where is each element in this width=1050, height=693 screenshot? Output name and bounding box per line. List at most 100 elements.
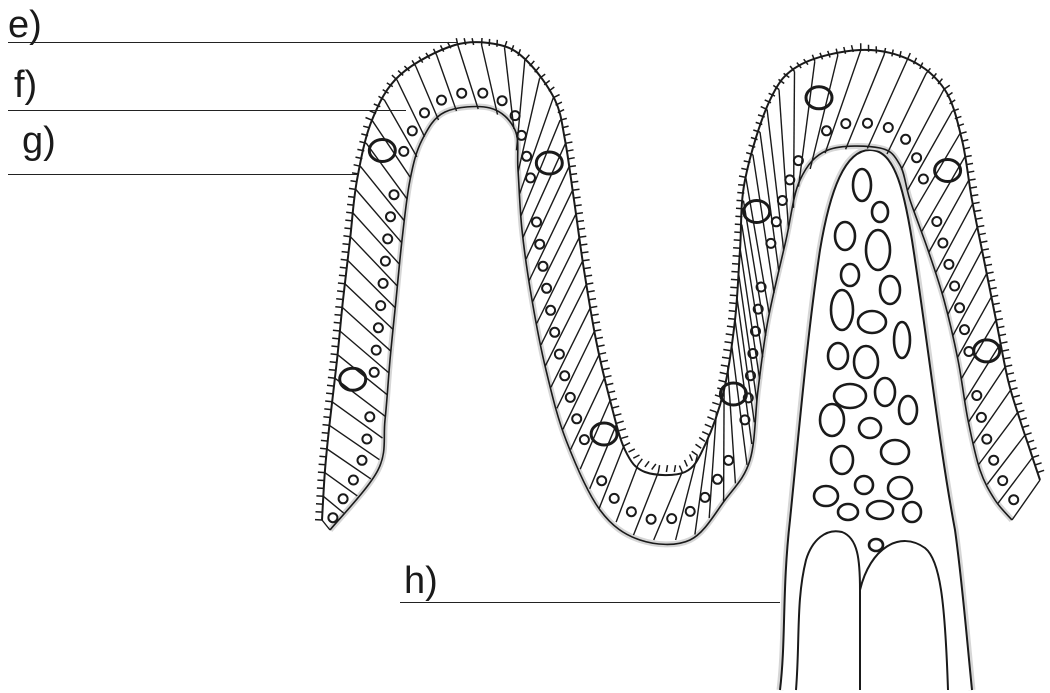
microvilli bbox=[329, 370, 336, 371]
leader-line-h bbox=[400, 602, 780, 603]
microvilli bbox=[321, 440, 328, 441]
cell-nucleus bbox=[572, 414, 581, 423]
cell-nucleus bbox=[580, 435, 589, 444]
microvilli bbox=[977, 226, 984, 227]
microvilli bbox=[325, 401, 332, 402]
microvilli bbox=[702, 432, 708, 435]
microvilli bbox=[331, 346, 338, 347]
microvilli bbox=[712, 402, 719, 404]
microvilli bbox=[990, 288, 997, 289]
microvilli bbox=[333, 330, 340, 331]
microvilli bbox=[645, 461, 649, 467]
microvilli bbox=[699, 437, 705, 441]
cell-nucleus bbox=[960, 325, 969, 334]
cell-nucleus bbox=[365, 412, 374, 421]
cell-nucleus bbox=[977, 413, 986, 422]
microvilli bbox=[339, 275, 346, 276]
cell-nucleus bbox=[724, 456, 733, 465]
cell-boundary bbox=[929, 180, 969, 252]
microvilli bbox=[985, 264, 992, 265]
microvilli bbox=[737, 200, 744, 201]
cell-nucleus bbox=[822, 126, 831, 135]
microvilli bbox=[347, 204, 354, 205]
microvilli bbox=[976, 218, 983, 219]
cell-nucleus bbox=[919, 175, 928, 184]
microvilli bbox=[345, 220, 352, 221]
microvilli bbox=[326, 393, 333, 394]
microvilli bbox=[320, 448, 327, 449]
cell-nucleus bbox=[522, 152, 531, 161]
cell-nucleus bbox=[535, 240, 544, 249]
cell-boundary bbox=[634, 472, 659, 535]
microvilli bbox=[1025, 433, 1032, 435]
cell-nucleus bbox=[778, 196, 787, 205]
microvilli bbox=[1035, 463, 1042, 465]
cell-nucleus bbox=[478, 89, 487, 98]
microvilli bbox=[601, 360, 608, 362]
microvilli bbox=[720, 372, 727, 374]
microvilli bbox=[679, 466, 682, 472]
microvilli bbox=[733, 248, 740, 249]
microvilli bbox=[328, 377, 335, 378]
microvilli bbox=[730, 287, 737, 288]
microvilli bbox=[570, 174, 577, 175]
cell-nucleus bbox=[374, 323, 383, 332]
goblet-cell bbox=[340, 368, 366, 390]
microvilli bbox=[633, 455, 639, 458]
cell-nucleus bbox=[560, 371, 569, 380]
microvilli bbox=[998, 326, 1005, 327]
cell-nucleus bbox=[938, 239, 947, 248]
cell-nucleus bbox=[785, 175, 794, 184]
microvilli bbox=[735, 224, 742, 225]
microvilli bbox=[589, 299, 596, 300]
microvilli bbox=[1038, 470, 1045, 472]
cell-nucleus bbox=[532, 218, 541, 227]
microvilli bbox=[969, 179, 976, 180]
microvilli bbox=[577, 221, 584, 222]
cell-nucleus bbox=[457, 89, 466, 98]
microvilli bbox=[584, 268, 591, 269]
microvilli bbox=[592, 314, 599, 315]
cell-nucleus bbox=[610, 494, 619, 503]
microvilli bbox=[464, 38, 466, 45]
microvilli bbox=[571, 181, 578, 182]
cell-boundary bbox=[372, 120, 411, 178]
microvilli bbox=[327, 385, 334, 386]
microvilli bbox=[1033, 455, 1040, 457]
microvilli bbox=[995, 311, 1002, 312]
microvilli bbox=[736, 208, 743, 209]
cell-boundary bbox=[366, 143, 407, 199]
cell-nucleus bbox=[539, 262, 548, 271]
microvilli bbox=[582, 252, 589, 253]
microvilli bbox=[731, 279, 738, 280]
microvilli bbox=[737, 193, 744, 194]
cell-nucleus bbox=[964, 347, 973, 356]
microvilli bbox=[573, 189, 580, 190]
microvilli bbox=[576, 213, 583, 214]
microvilli bbox=[844, 47, 846, 54]
microvilli bbox=[1030, 448, 1037, 450]
leader-line-f bbox=[8, 110, 406, 111]
microvilli bbox=[610, 399, 617, 401]
cell-nucleus bbox=[379, 279, 388, 288]
microvilli bbox=[323, 417, 330, 418]
microvilli bbox=[599, 353, 606, 355]
microvilli bbox=[344, 228, 351, 229]
cell-boundary bbox=[961, 320, 996, 379]
microvilli bbox=[318, 472, 325, 473]
cell-boundary bbox=[846, 55, 885, 150]
cell-nucleus bbox=[955, 303, 964, 312]
microvilli bbox=[991, 295, 998, 296]
leader-line-g bbox=[8, 174, 358, 175]
microvilli bbox=[323, 425, 330, 426]
label-f: f) bbox=[14, 66, 37, 104]
cell-boundary bbox=[526, 167, 569, 259]
microvilli bbox=[595, 330, 602, 331]
cell-boundary bbox=[901, 89, 944, 169]
microvilli bbox=[566, 142, 573, 143]
goblet-cell bbox=[536, 152, 562, 174]
cell-boundary bbox=[914, 134, 960, 212]
label-e: e) bbox=[8, 6, 42, 44]
cell-nucleus bbox=[686, 507, 695, 516]
